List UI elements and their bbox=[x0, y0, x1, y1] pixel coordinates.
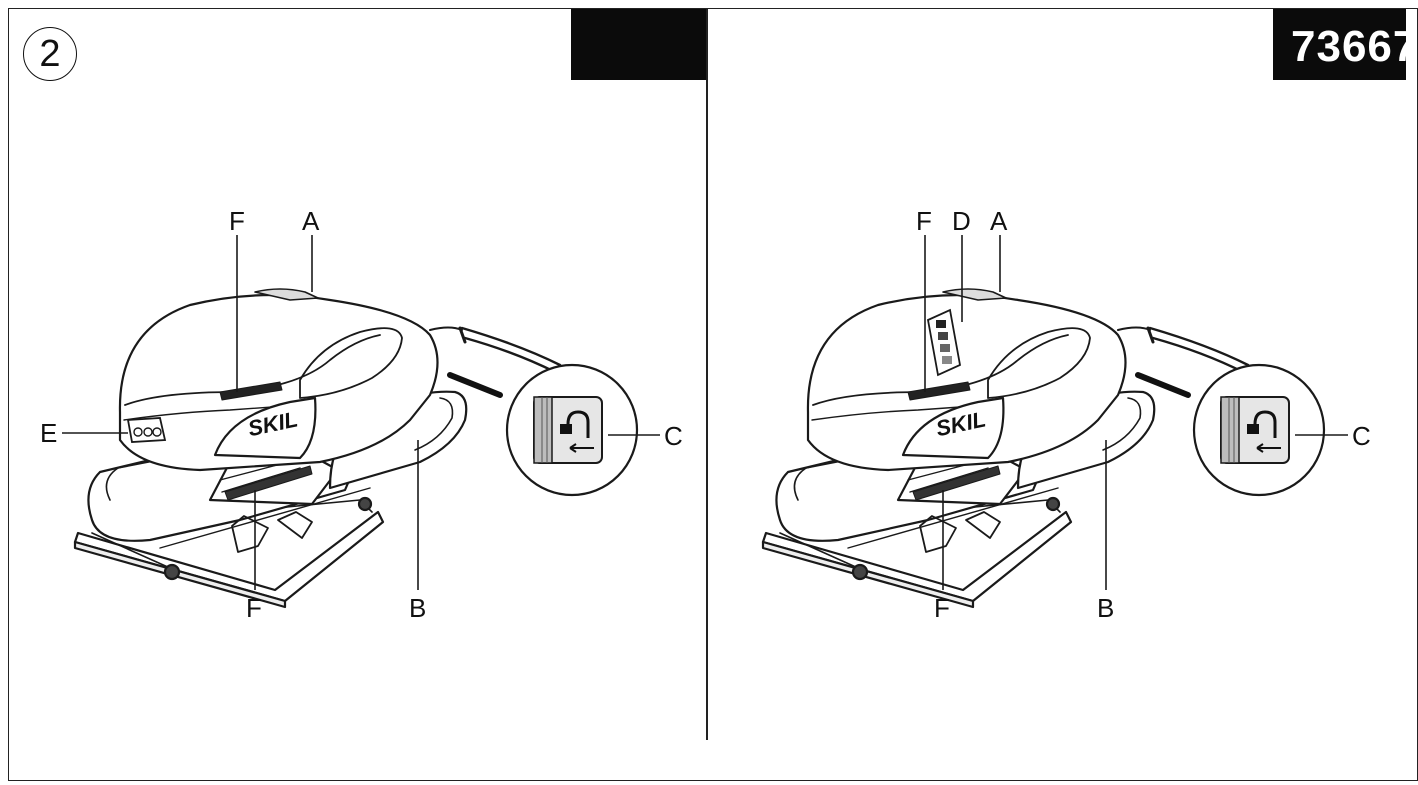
label-b-right: B bbox=[1097, 593, 1115, 623]
label-a-left: A bbox=[302, 206, 320, 236]
leader-lines-left bbox=[62, 235, 660, 590]
label-f-bottom-left: F bbox=[246, 593, 262, 623]
label-f-bottom-right: F bbox=[934, 593, 950, 623]
sander-left bbox=[75, 289, 560, 607]
figure-number: 2 bbox=[23, 27, 77, 81]
lock-magnifier-left bbox=[505, 363, 639, 497]
label-c-right: C bbox=[1352, 421, 1371, 451]
header-tab-left bbox=[571, 9, 706, 80]
sander-right bbox=[763, 289, 1248, 607]
leader-lines-right bbox=[924, 235, 1348, 590]
speed-dial-d bbox=[926, 308, 962, 377]
dust-port-speed-left bbox=[126, 417, 167, 443]
model-number: 73667 bbox=[1291, 22, 1418, 71]
label-e-left: E bbox=[40, 418, 58, 448]
label-b-left: B bbox=[409, 593, 427, 623]
label-c-left: C bbox=[664, 421, 683, 451]
label-f-top-right: F bbox=[916, 206, 932, 236]
label-d-right: D bbox=[952, 206, 971, 236]
panel-divider bbox=[706, 9, 708, 740]
header-tab-right: 73667 bbox=[1273, 9, 1417, 80]
lock-magnifier-right bbox=[1192, 363, 1326, 497]
label-f-top-left: F bbox=[229, 206, 245, 236]
label-a-right: A bbox=[990, 206, 1008, 236]
